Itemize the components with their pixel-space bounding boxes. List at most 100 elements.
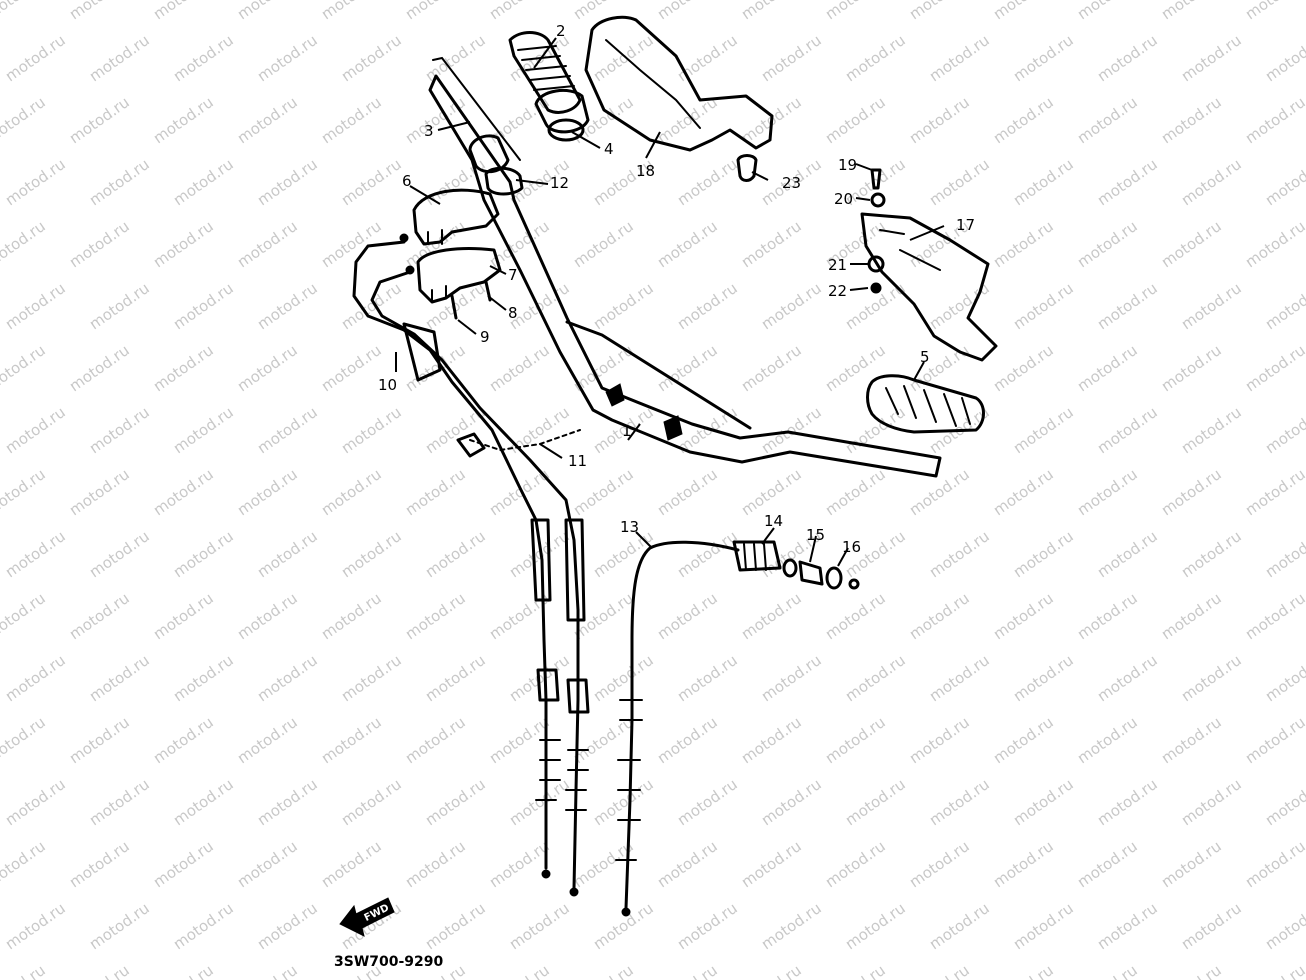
watermark-text: motod.ru (1074, 713, 1141, 767)
watermark-text: motod.ru (2, 31, 69, 85)
watermark-text: motod.ru (1262, 527, 1306, 581)
watermark-text: motod.ru (150, 341, 217, 395)
watermark-text: motod.ru (758, 899, 825, 953)
watermark-text: motod.ru (738, 0, 805, 23)
watermark-text: motod.ru (1010, 31, 1077, 85)
callout-14: 14 (764, 512, 783, 530)
watermark-text: motod.ru (318, 93, 385, 147)
watermark-text: motod.ru (1158, 93, 1225, 147)
watermark-text: motod.ru (254, 31, 321, 85)
watermark-text: motod.ru (234, 341, 301, 395)
watermark-text: motod.ru (2, 651, 69, 705)
watermark-text: motod.ru (0, 341, 49, 395)
watermark-text: motod.ru (926, 155, 993, 209)
handlebar (428, 56, 942, 478)
watermark-text: motod.ru (738, 589, 805, 643)
watermark-text: motod.ru (318, 341, 385, 395)
watermark-text: motod.ru (86, 31, 153, 85)
watermark-text: motod.ru (0, 93, 49, 147)
watermark-text: motod.ru (422, 651, 489, 705)
watermark-text: motod.ru (86, 279, 153, 333)
watermark-text: motod.ru (66, 93, 133, 147)
watermark-text: motod.ru (86, 899, 153, 953)
watermark-text: motod.ru (1262, 899, 1306, 953)
callout-5: 5 (920, 348, 930, 366)
watermark-text: motod.ru (66, 217, 133, 271)
watermark-text: motod.ru (1074, 837, 1141, 891)
callout-15: 15 (806, 526, 825, 544)
watermark-text: motod.ru (338, 651, 405, 705)
callout-18: 18 (636, 162, 655, 180)
watermark-text: motod.ru (254, 899, 321, 953)
watermark-text: motod.ru (1262, 775, 1306, 829)
watermark-text: motod.ru (422, 899, 489, 953)
watermark-text: motod.ru (1242, 217, 1306, 271)
watermark-text: motod.ru (906, 837, 973, 891)
watermark-text: motod.ru (150, 217, 217, 271)
watermark-text: motod.ru (1074, 0, 1141, 23)
watermark-text: motod.ru (338, 403, 405, 457)
watermark-text: motod.ru (170, 899, 237, 953)
watermark-text: motod.ru (654, 961, 721, 980)
watermark-text: motod.ru (926, 651, 993, 705)
watermark-text: motod.ru (990, 589, 1057, 643)
watermark-text: motod.ru (2, 155, 69, 209)
watermark-text: motod.ru (170, 31, 237, 85)
watermark-text: motod.ru (234, 0, 301, 23)
watermark-text: motod.ru (0, 0, 49, 23)
watermark-text: motod.ru (738, 837, 805, 891)
lower-cable (615, 540, 860, 917)
watermark-text: motod.ru (150, 0, 217, 23)
watermark-text: motod.ru (1242, 837, 1306, 891)
watermark-text: motod.ru (234, 93, 301, 147)
watermark-text: motod.ru (0, 713, 49, 767)
watermark-text: motod.ru (822, 961, 889, 980)
watermark-text: motod.ru (1074, 93, 1141, 147)
watermark-text: motod.ru (506, 899, 573, 953)
watermark-text: motod.ru (1158, 465, 1225, 519)
watermark-text: motod.ru (822, 93, 889, 147)
watermark-text: motod.ru (758, 403, 825, 457)
watermark-text: motod.ru (738, 341, 805, 395)
watermark-text: motod.ru (66, 837, 133, 891)
watermark-text: motod.ru (422, 775, 489, 829)
watermark-text: motod.ru (906, 589, 973, 643)
watermark-text: motod.ru (570, 217, 637, 271)
watermark-text: motod.ru (402, 217, 469, 271)
watermark-text: motod.ru (338, 775, 405, 829)
callout-9: 9 (480, 328, 490, 346)
watermark-text: motod.ru (990, 713, 1057, 767)
watermark-text: motod.ru (1242, 589, 1306, 643)
watermark-text: motod.ru (1262, 279, 1306, 333)
watermark-text: motod.ru (1010, 775, 1077, 829)
watermark-text: motod.ru (926, 31, 993, 85)
watermark-text: motod.ru (66, 589, 133, 643)
callout-17: 17 (956, 216, 975, 234)
callout-1: 1 (622, 422, 632, 440)
watermark-text: motod.ru (906, 713, 973, 767)
watermark-text: motod.ru (842, 651, 909, 705)
watermark-text: motod.ru (1158, 0, 1225, 23)
callout-22: 22 (828, 282, 847, 300)
callout-19: 19 (838, 156, 857, 174)
watermark-text: motod.ru (234, 217, 301, 271)
watermark-text: motod.ru (2, 403, 69, 457)
watermark-text: motod.ru (590, 775, 657, 829)
callout-13: 13 (620, 518, 639, 536)
hand-guard-left (584, 15, 774, 182)
watermark-text: motod.ru (402, 0, 469, 23)
watermark-text: motod.ru (66, 341, 133, 395)
watermark-text: motod.ru (738, 961, 805, 980)
watermark-text: motod.ru (1242, 341, 1306, 395)
watermark-text: motod.ru (906, 0, 973, 23)
watermark-text: motod.ru (1178, 651, 1245, 705)
watermark-text: motod.ru (486, 837, 553, 891)
watermark-text: motod.ru (86, 527, 153, 581)
watermark-text: motod.ru (674, 651, 741, 705)
forward-arrow-icon: FWD (339, 897, 395, 937)
watermark-text: motod.ru (338, 527, 405, 581)
watermark-text: motod.ru (1158, 961, 1225, 980)
callout-labels: 1 2 3 4 5 6 7 8 9 10 11 12 13 14 15 16 1… (378, 22, 975, 556)
watermark-text: motod.ru (66, 961, 133, 980)
callout-8: 8 (508, 304, 518, 322)
